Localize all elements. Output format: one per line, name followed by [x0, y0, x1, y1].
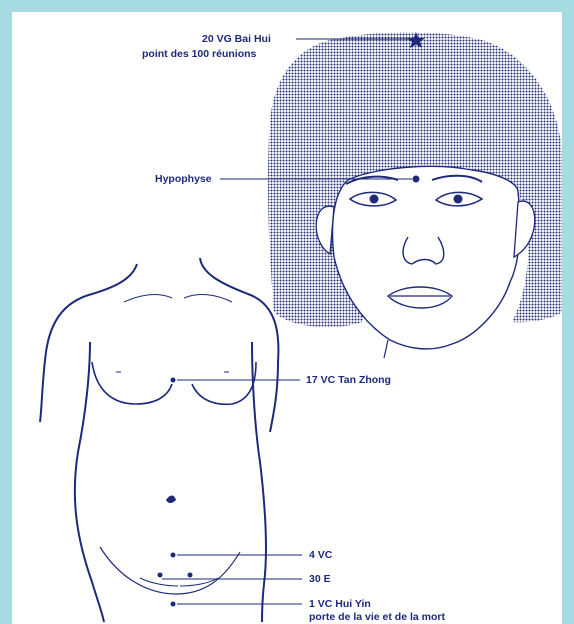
dot-icon [171, 602, 176, 607]
label-hui-yin: 1 VC Hui Yin [309, 598, 371, 611]
label-tan-zhong: 17 VC Tan Zhong [306, 374, 391, 387]
left-pupil [370, 195, 379, 204]
pelvis-curve [100, 547, 240, 594]
neck-left [384, 340, 388, 358]
dot-icon [171, 378, 176, 383]
dot-icon [413, 176, 420, 183]
label-4-vc: 4 VC [309, 549, 332, 562]
label-bai-hui: 20 VG Bai Hui [202, 33, 271, 46]
dot-icon [158, 573, 163, 578]
label-hui-yin-subtitle: porte de la vie et de la mort [309, 611, 445, 624]
left-breast [92, 362, 172, 404]
label-hypophyse: Hypophyse [155, 173, 212, 186]
right-breast [192, 362, 256, 404]
dot-icon [171, 553, 176, 558]
label-bai-hui-subtitle: point des 100 réunions [142, 48, 256, 61]
illustration-panel: 20 VG Bai Hui point des 100 réunions Hyp… [12, 12, 562, 624]
dot-icon [188, 573, 193, 578]
right-pupil [454, 195, 463, 204]
label-30-e: 30 E [309, 573, 331, 586]
navel [166, 496, 176, 504]
acupuncture-figure [12, 12, 562, 624]
collarbones [124, 295, 232, 302]
torso-sides [75, 342, 266, 622]
torso-outline [40, 258, 278, 432]
